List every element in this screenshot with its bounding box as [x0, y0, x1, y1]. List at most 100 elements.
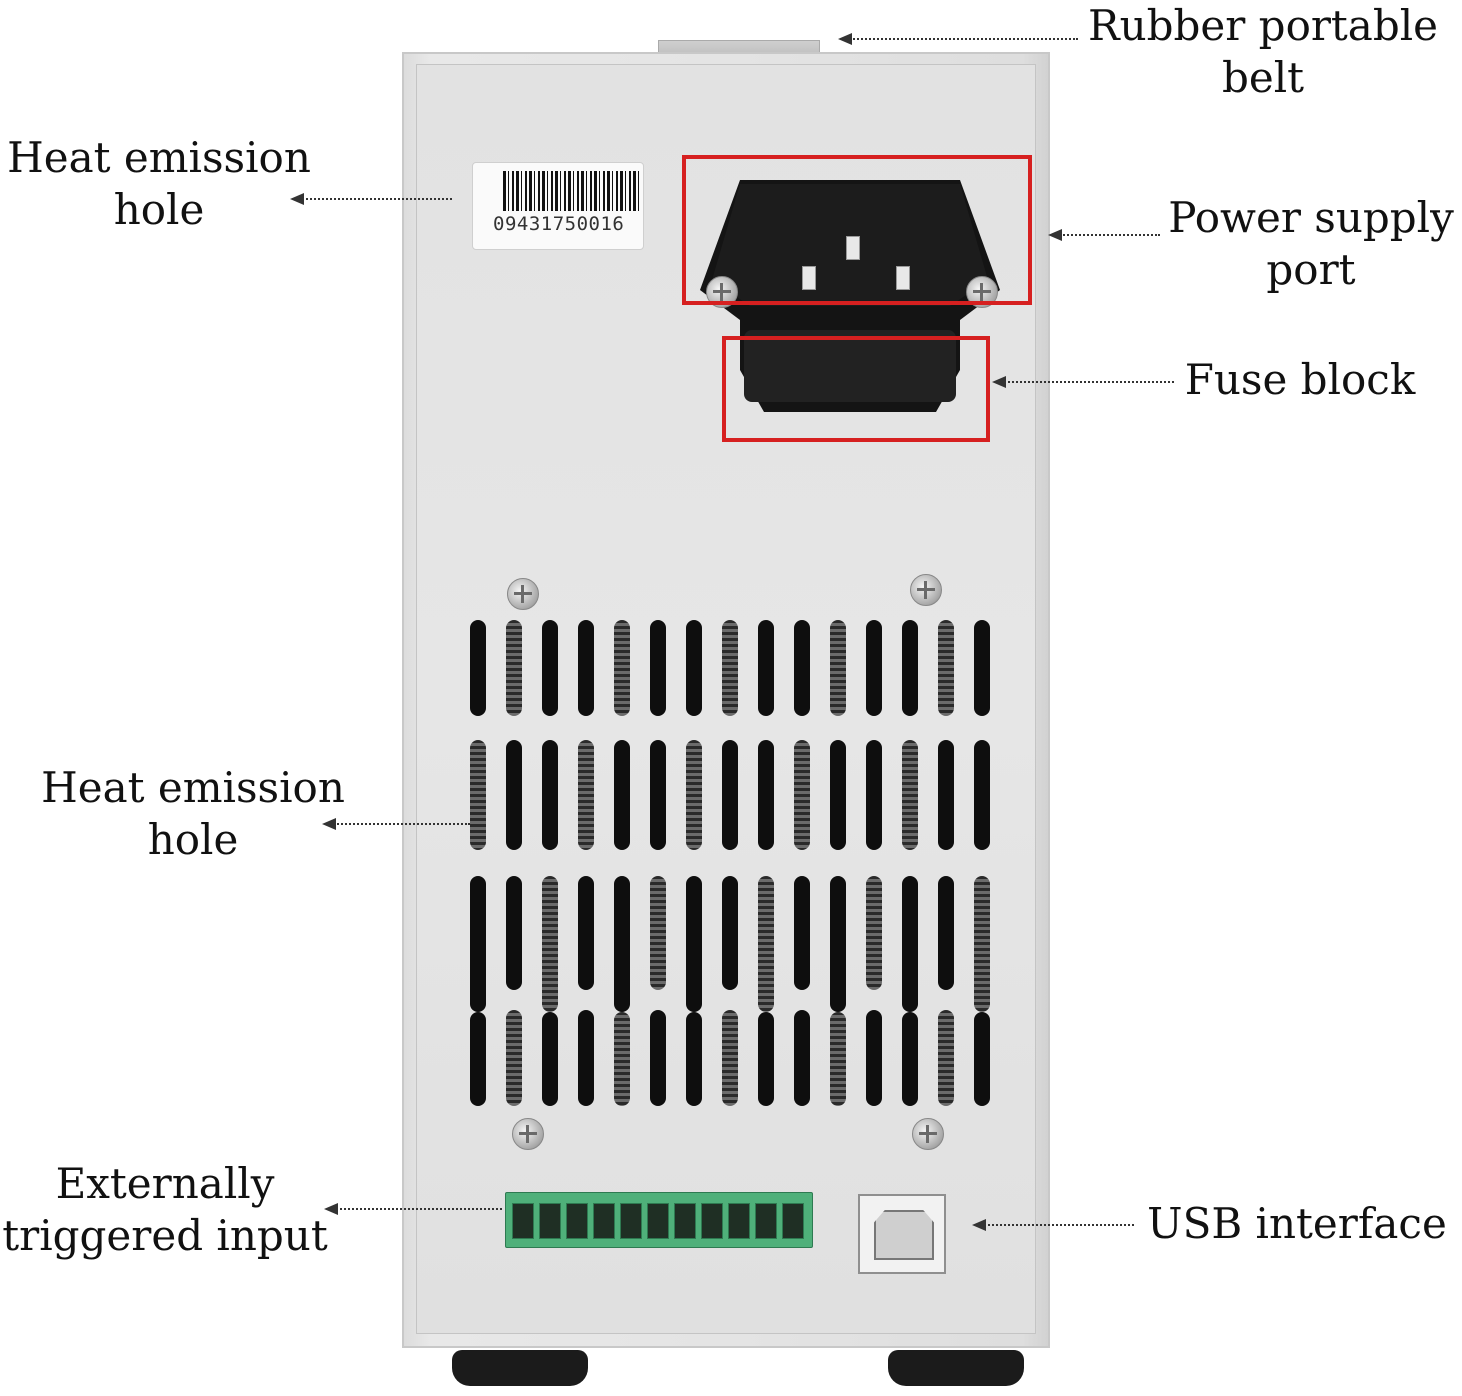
terminal-slot: [539, 1203, 561, 1239]
vent-slot: [974, 1012, 990, 1106]
vent-slot: [722, 620, 738, 716]
arrow-power-port: [1048, 229, 1062, 241]
vent-slot: [650, 876, 666, 990]
vent-slot: [686, 1012, 702, 1106]
vent-slot: [578, 740, 594, 850]
label-fuse-line-1: Fuse block: [1184, 355, 1416, 404]
usb-port: [858, 1194, 946, 1274]
terminal-slot: [566, 1203, 588, 1239]
vent-slot: [578, 1010, 594, 1106]
vent-slot: [830, 740, 846, 850]
vent-slot: [830, 876, 846, 1012]
vent-slot: [830, 620, 846, 716]
vent-slot: [902, 876, 918, 1012]
vent-slot: [470, 620, 486, 716]
vent-slot: [578, 876, 594, 990]
vent-slot: [866, 1010, 882, 1106]
arrow-fuse-block: [992, 376, 1006, 388]
vent-slot: [722, 876, 738, 990]
vent-slot: [506, 1010, 522, 1106]
fuse-block-highlight-box: [722, 336, 990, 442]
label-rubber-line-1: Rubber portable: [1087, 1, 1439, 50]
label-heat-top-line-1: Heat emission: [7, 133, 311, 182]
terminal-slot: [728, 1203, 750, 1239]
vent-slot: [758, 876, 774, 1012]
vent-slot: [650, 1010, 666, 1106]
usb-b-socket: [874, 1210, 934, 1260]
label-heat-mid-line-2: hole: [147, 815, 239, 864]
vent-slot: [938, 876, 954, 990]
arrow-heat-top: [290, 193, 304, 205]
label-external-line-1: Externally: [55, 1159, 275, 1208]
vent-slot: [722, 1010, 738, 1106]
label-heat-top-line-2: hole: [113, 185, 205, 234]
label-external-line-2: triggered input: [2, 1211, 328, 1260]
vent-slot: [614, 620, 630, 716]
label-power-line-2: port: [1266, 245, 1356, 294]
vent-slot: [758, 1012, 774, 1106]
vent-slot: [542, 1012, 558, 1106]
vent-slot: [578, 620, 594, 716]
arrow-external-input: [324, 1203, 338, 1215]
vent-slot: [542, 740, 558, 850]
vent-slot: [794, 1010, 810, 1106]
leader-power-port: [1060, 234, 1160, 236]
vent-slot: [506, 876, 522, 990]
left-foot: [452, 1350, 588, 1386]
external-trigger-terminal-block: [505, 1192, 813, 1248]
terminal-slot: [755, 1203, 777, 1239]
label-rubber-line-2: belt: [1221, 53, 1305, 102]
vent-slot: [506, 740, 522, 850]
ground-pin: [846, 236, 860, 260]
vent-slot: [866, 876, 882, 990]
leader-heat-top: [302, 198, 452, 200]
vent-screw-bottom-right: [912, 1118, 944, 1150]
vent-slot: [758, 620, 774, 716]
label-externally-triggered-input: Externally triggered input: [0, 1158, 330, 1262]
vent-slot: [650, 740, 666, 850]
terminal-slot: [512, 1203, 534, 1239]
vent-slot: [506, 620, 522, 716]
label-heat-mid-line-1: Heat emission: [41, 763, 345, 812]
label-usb-line-1: USB interface: [1147, 1199, 1447, 1248]
vent-slot: [758, 740, 774, 850]
vent-slot: [794, 620, 810, 716]
vent-slot: [614, 876, 630, 1012]
vent-slot: [866, 740, 882, 850]
vent-slot: [830, 1012, 846, 1106]
vent-slot: [542, 620, 558, 716]
label-power-supply-port: Power supply port: [1160, 192, 1462, 296]
vent-screw-bottom-left: [512, 1118, 544, 1150]
vent-slot: [974, 876, 990, 1012]
vent-slot: [470, 876, 486, 1012]
vent-slot: [542, 876, 558, 1012]
arrow-rubber-belt: [838, 33, 852, 45]
neutral-pin: [896, 266, 910, 290]
right-foot: [888, 1350, 1024, 1386]
terminal-slot: [647, 1203, 669, 1239]
vent-slot: [974, 740, 990, 850]
leader-usb: [984, 1224, 1134, 1226]
arrow-heat-middle: [322, 818, 336, 830]
label-heat-emission-middle: Heat emission hole: [30, 762, 356, 866]
label-rubber-portable-belt: Rubber portable belt: [1080, 0, 1446, 104]
vent-slot: [866, 620, 882, 716]
live-pin: [802, 266, 816, 290]
vent-slot: [614, 1012, 630, 1106]
barcode-number: 09431750016: [493, 213, 625, 235]
vent-screw-top-right: [910, 574, 942, 606]
barcode-bars: [503, 171, 639, 211]
terminal-slot: [593, 1203, 615, 1239]
vent-slot: [614, 740, 630, 850]
vent-slot: [902, 620, 918, 716]
vent-slot: [902, 740, 918, 850]
power-port-highlight-box: [682, 155, 1032, 305]
vent-slot: [974, 620, 990, 716]
label-fuse-block: Fuse block: [1176, 354, 1424, 406]
terminal-slot: [620, 1203, 642, 1239]
label-heat-emission-top: Heat emission hole: [0, 132, 318, 236]
label-usb-interface: USB interface: [1146, 1198, 1448, 1250]
vent-slot: [722, 740, 738, 850]
barcode-sticker: 09431750016: [472, 162, 644, 250]
leader-heat-middle: [334, 823, 470, 825]
